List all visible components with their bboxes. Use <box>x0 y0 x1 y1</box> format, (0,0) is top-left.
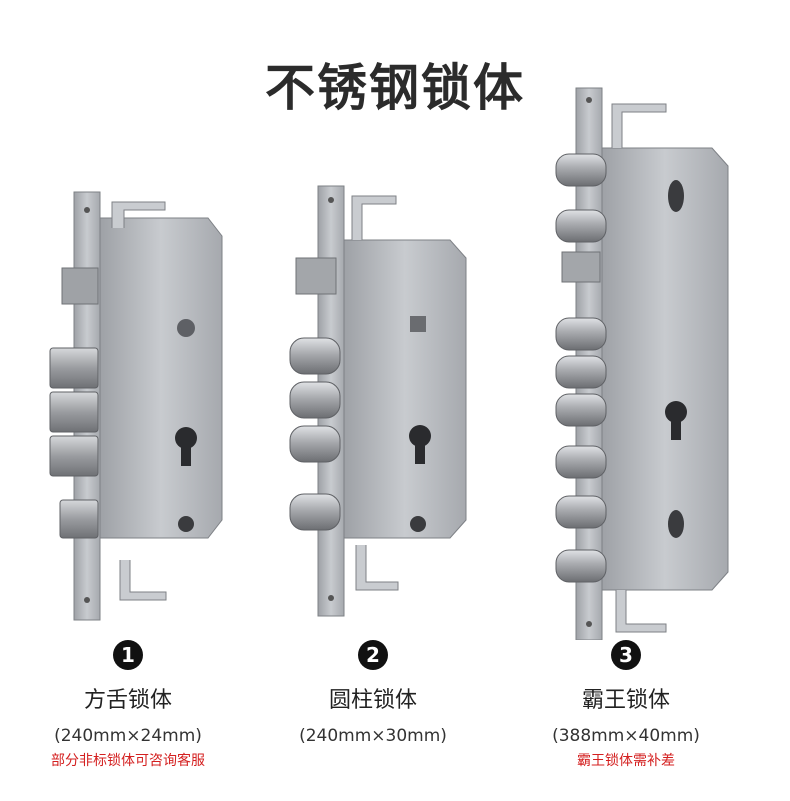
page-title: 不锈钢锁体 <box>265 59 525 117</box>
product-badge: 2 <box>358 640 388 670</box>
product-note: 霸王锁体需补差 <box>577 753 675 769</box>
product-overlord: 3 霸王锁体 (388mm×40mm) 霸王锁体需补差 <box>496 640 756 770</box>
product-dimensions: (240mm×30mm) <box>299 726 447 746</box>
product-dimensions: (240mm×24mm) <box>54 726 202 746</box>
lock-bodies-illustration <box>49 87 729 640</box>
square-tongue-lock <box>49 191 223 621</box>
overlord-lock <box>555 87 729 640</box>
product-note: 部分非标锁体可咨询客服 <box>51 753 205 769</box>
product-square-tongue: 1 方舌锁体 (240mm×24mm) 部分非标锁体可咨询客服 <box>0 640 258 770</box>
cylinder-bolt-lock <box>289 185 467 617</box>
product-name: 圆柱锁体 <box>328 688 417 713</box>
product-badge: 1 <box>113 640 143 670</box>
product-cylinder: 2 圆柱锁体 (240mm×30mm) <box>243 640 503 746</box>
product-name: 方舌锁体 <box>83 688 172 713</box>
product-dimensions: (388mm×40mm) <box>552 726 700 746</box>
product-name: 霸王锁体 <box>581 688 670 713</box>
product-badge: 3 <box>611 640 641 670</box>
